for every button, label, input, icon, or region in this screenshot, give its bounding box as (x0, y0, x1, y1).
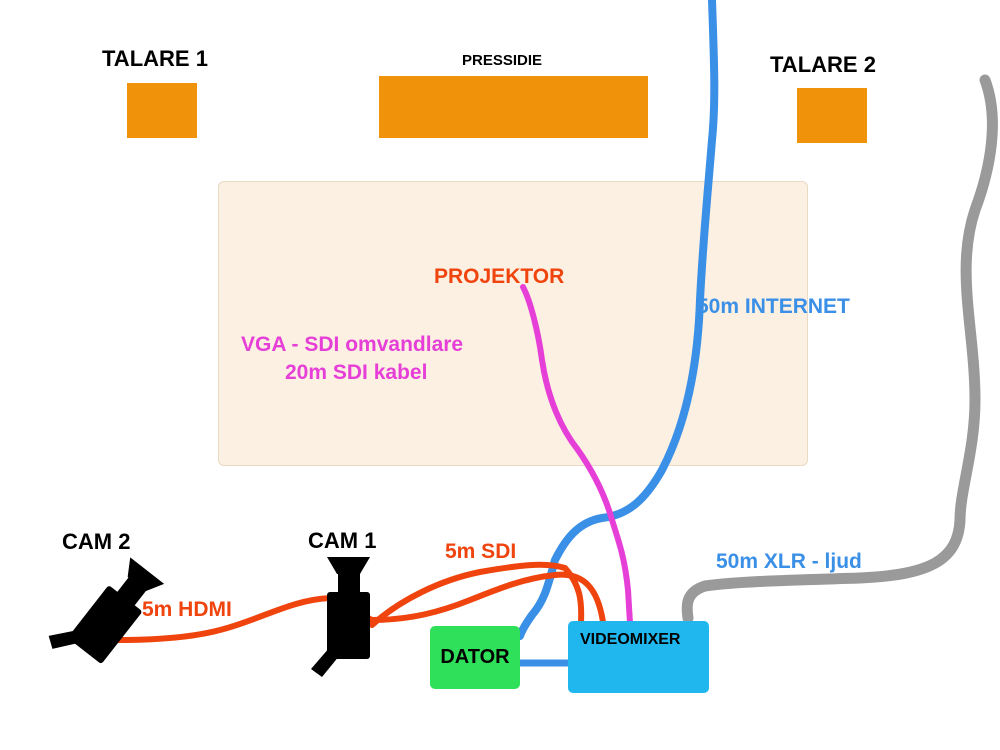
vga-sdi-label-line-2: 20m SDI kabel (285, 361, 428, 384)
xlr-cable-label: 50m XLR - ljud (716, 550, 862, 573)
talare-1-podium (127, 83, 197, 138)
dator-box: DATOR (430, 626, 520, 689)
vga-sdi-label-line-1: VGA - SDI omvandlare (241, 333, 464, 356)
internet-cable-label: 50m INTERNET (697, 295, 850, 318)
video-camera-icon (311, 557, 370, 677)
talare-2-label: TALARE 2 (770, 52, 876, 77)
videomixer-box: VIDEOMIXER (568, 621, 709, 693)
projektor-label: PROJEKTOR (434, 265, 565, 288)
cam-1-label: CAM 1 (308, 528, 377, 553)
dator-label: DATOR (440, 646, 510, 668)
hdmi-cable-label: 5m HDMI (142, 598, 232, 621)
videomixer-label: VIDEOMIXER (580, 631, 681, 648)
talare-1-label: TALARE 1 (102, 46, 208, 71)
video-camera-icon (48, 557, 165, 664)
cam-2-label: CAM 2 (62, 529, 131, 554)
sdi-cable-label: 5m SDI (445, 540, 517, 563)
